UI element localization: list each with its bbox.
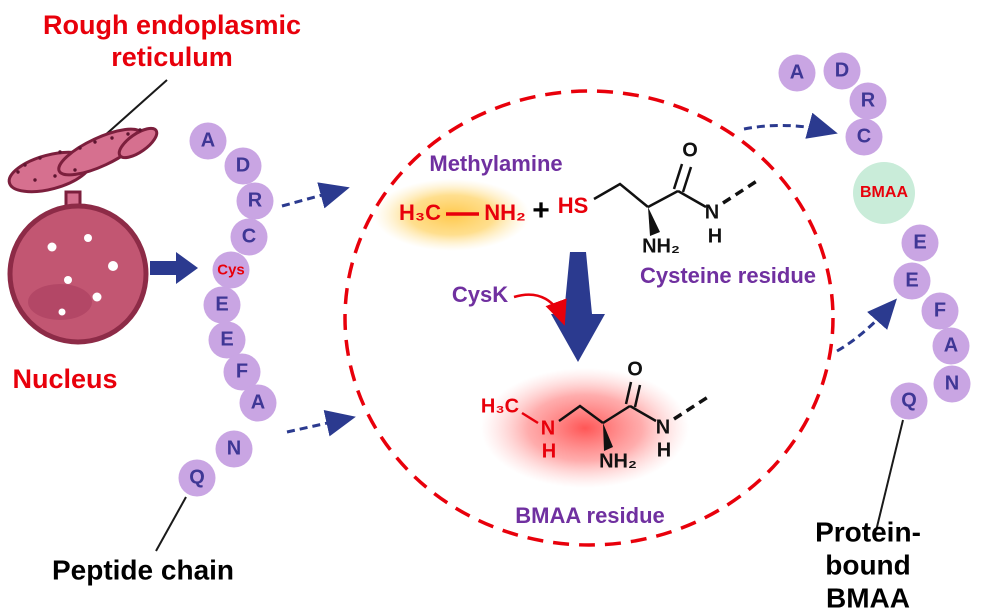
bmaa-structure-bonds <box>521 381 709 451</box>
cysteine-o-label: O <box>682 139 698 162</box>
left-chain-bead: Q <box>178 459 216 497</box>
bmaa-residue-label: BMAA residue <box>515 503 665 528</box>
nucleus-to-chain-arrow <box>150 252 198 284</box>
cys-bead: Cys <box>212 251 250 289</box>
cysteine-structure-bonds <box>593 163 761 236</box>
methylamine-label: Methylamine <box>429 151 563 176</box>
protein-bound-bmaa-label: Protein-bound BMAA <box>815 516 921 610</box>
nucleus-illustration <box>7 203 149 345</box>
plus-sign: + <box>532 194 550 227</box>
methylamine-nh2: NH₂ <box>484 200 526 225</box>
right-chain-bead: N <box>933 365 971 403</box>
right-chain-bead: A <box>778 54 816 92</box>
bmaa-methyl-n-label: N <box>540 417 556 440</box>
cysk-arrow <box>513 293 567 326</box>
reaction-down-arrow <box>551 252 605 362</box>
bmaa-methyl-h-label: H <box>541 440 557 463</box>
left-chain-bead: C <box>230 218 268 256</box>
right-chain-bead: E <box>901 224 939 262</box>
cysteine-nh2-label: NH₂ <box>642 235 680 258</box>
left-chain-bead: A <box>189 122 227 160</box>
peptide-chain-label: Peptide chain <box>51 554 235 586</box>
cysteine-amide-n-label: N <box>704 201 720 224</box>
left-chain-bead: F <box>223 353 261 391</box>
left-chain-bead: R <box>236 182 274 220</box>
right-chain-bead: F <box>921 292 959 330</box>
rough-er-label: Rough endoplasmic reticulum <box>42 10 302 72</box>
methylamine-h3c: H₃C <box>399 200 441 225</box>
bmaa-o-label: O <box>627 358 643 381</box>
right-chain-bead: Q <box>890 382 928 420</box>
cysteine-hs-label: HS <box>557 193 589 218</box>
bmaa-nh2-label: NH₂ <box>599 450 637 473</box>
left-chain-bead: D <box>224 147 262 185</box>
right-chain-bead: E <box>893 262 931 300</box>
right-chain-bead: R <box>849 82 887 120</box>
right-chain-bead: A <box>932 327 970 365</box>
right-chain-bead: D <box>823 52 861 90</box>
cysteine-amide-h-label: H <box>707 225 723 248</box>
left-chain-bead: N <box>215 430 253 468</box>
left-chain-bead: E <box>203 286 241 324</box>
nucleus-label: Nucleus <box>12 364 118 395</box>
bmaa-amide-h-label: H <box>656 439 672 462</box>
left-chain-bead: E <box>208 321 246 359</box>
cysteine-residue-label: Cysteine residue <box>639 263 817 288</box>
label-connector-lines <box>102 79 904 552</box>
bmaa-bead: BMAA <box>853 162 915 224</box>
reaction-circle <box>343 89 835 547</box>
bmaa-h3c-label: H₃C <box>480 395 520 418</box>
rough-er-illustration <box>7 126 159 216</box>
left-chain-bead: A <box>239 384 277 422</box>
right-chain-bead: C <box>845 118 883 156</box>
dashed-flow-arrows <box>281 112 897 437</box>
bmaa-amide-n-label: N <box>655 416 671 439</box>
cysk-label: CysK <box>451 282 509 307</box>
